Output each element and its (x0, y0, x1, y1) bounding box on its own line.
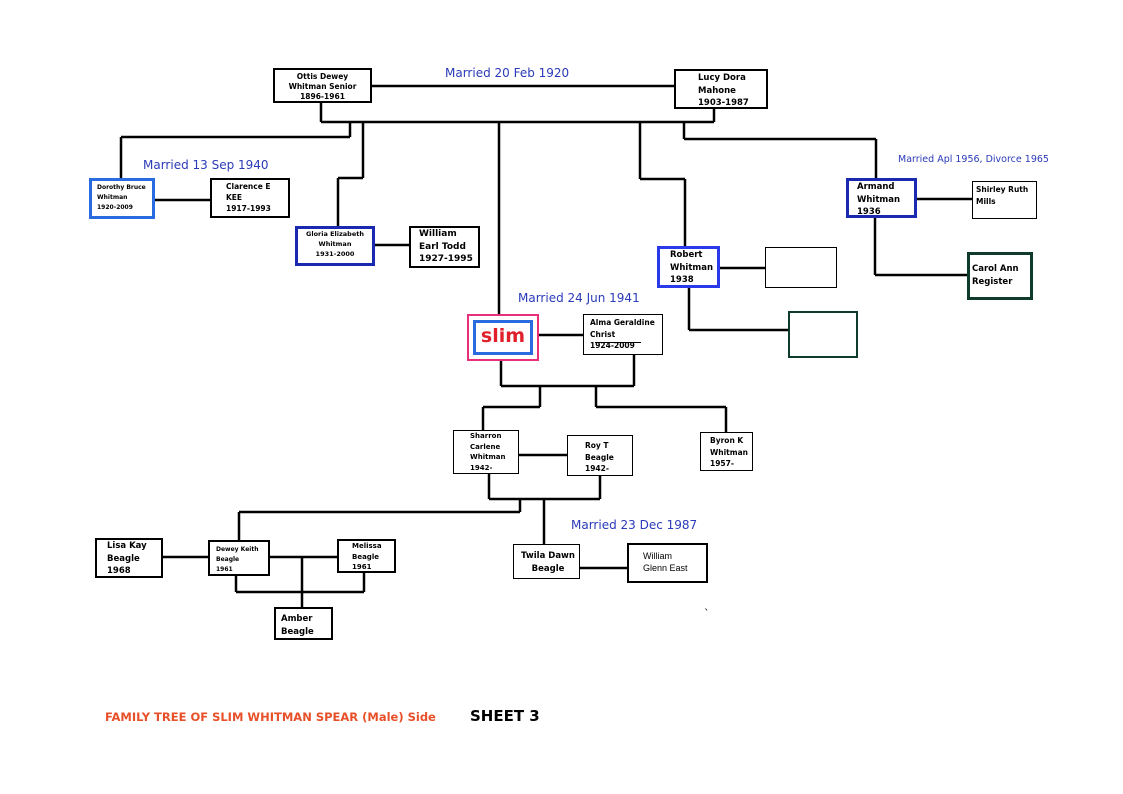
person-name-lucy: Lucy Dora Mahone 1903-1987 (698, 73, 749, 108)
marriage-label-twila: Married 23 Dec 1987 (571, 518, 698, 532)
person-box-twila[interactable]: Twila Dawn Beagle (513, 544, 580, 579)
person-name-roy: Roy T Beagle 1942- (585, 441, 614, 473)
person-name-robert: Robert Whitman 1938 (670, 250, 714, 285)
person-box-otis[interactable]: Ottis Dewey Whitman Senior 1896-1961 (273, 68, 372, 103)
person-name-gloria: Gloria Elizabeth Whitman 1931-2000 (306, 230, 364, 258)
person-box-slim[interactable]: slim (467, 314, 539, 361)
person-name-shirley: Shirley Ruth Mills (976, 185, 1029, 206)
person-box-lisa[interactable]: Lisa Kay Beagle 1968 (95, 538, 163, 578)
marriage-label-armand: Married Apl 1956, Divorce 1965 (898, 154, 1049, 165)
person-name-william-todd: William Earl Todd 1927-1995 (419, 229, 473, 264)
person-name-clarence: Clarence E KEE 1917-1993 (226, 182, 271, 213)
person-inner-slim: slim (473, 320, 533, 355)
person-box-carol[interactable]: Carol Ann Register (967, 252, 1033, 300)
person-box-byron[interactable]: Byron K Whitman 1957- (700, 432, 753, 471)
person-box-gloria[interactable]: Gloria Elizabeth Whitman 1931-2000 (295, 226, 375, 266)
person-box-dewey[interactable]: Dewey Keith Beagle 1961 (208, 540, 270, 576)
person-box-william-todd[interactable]: William Earl Todd 1927-1995 (409, 226, 480, 268)
marriage-label-slim: Married 24 Jun 1941 (518, 291, 640, 305)
person-name-carol: Carol Ann Register (972, 264, 1019, 287)
stray-mark: ` (704, 607, 710, 620)
person-name-twila: Twila Dawn Beagle (521, 551, 575, 574)
person-name-alma: Alma Geraldine Christ 1924-2009 (590, 318, 655, 350)
marriage-label-otis-lucy: Married 20 Feb 1920 (445, 66, 570, 80)
person-name-slim: slim (480, 325, 526, 347)
footer-title: FAMILY TREE OF SLIM WHITMAN SPEAR (Male)… (105, 710, 436, 724)
person-box-armand[interactable]: Armand Whitman 1936 (846, 178, 917, 218)
person-box-robert-spouse-1[interactable] (765, 247, 837, 288)
person-box-clarence[interactable]: Clarence E KEE 1917-1993 (210, 178, 290, 218)
person-name-byron: Byron K Whitman 1957- (710, 436, 748, 468)
person-name-armand: Armand Whitman 1936 (857, 182, 901, 217)
marriage-label-dorothy: Married 13 Sep 1940 (143, 158, 269, 172)
person-box-amber[interactable]: Amber Beagle (274, 607, 333, 640)
person-name-otis: Ottis Dewey Whitman Senior 1896-1961 (288, 72, 357, 101)
alma-dates-strike (595, 342, 641, 343)
person-box-sharron[interactable]: Sharron Carlene Whitman 1942- (453, 430, 519, 474)
person-name-lisa: Lisa Kay Beagle 1968 (107, 541, 147, 576)
person-box-melissa[interactable]: Melissa Beagle 1961 (337, 539, 396, 573)
person-name-sharron: Sharron Carlene Whitman 1942- (470, 432, 506, 472)
person-name-william-east: William Glenn East (643, 551, 688, 573)
person-box-robert[interactable]: Robert Whitman 1938 (657, 246, 720, 288)
person-box-william-east[interactable]: William Glenn East (627, 543, 708, 583)
person-box-roy[interactable]: Roy T Beagle 1942- (567, 435, 633, 476)
person-box-lucy[interactable]: Lucy Dora Mahone 1903-1987 (674, 69, 768, 109)
person-name-dewey: Dewey Keith Beagle 1961 (216, 546, 259, 573)
person-box-robert-spouse-2[interactable] (788, 311, 858, 358)
person-name-dorothy: Dorothy Bruce Whitman 1920-2009 (97, 184, 146, 211)
person-box-alma[interactable]: Alma Geraldine Christ 1924-2009 (583, 314, 663, 355)
person-name-amber: Amber Beagle (281, 614, 314, 637)
footer-sheet: SHEET 3 (470, 707, 540, 725)
person-box-dorothy[interactable]: Dorothy Bruce Whitman 1920-2009 (89, 178, 155, 219)
person-name-melissa: Melissa Beagle 1961 (352, 542, 382, 571)
person-box-shirley[interactable]: Shirley Ruth Mills (972, 181, 1037, 219)
